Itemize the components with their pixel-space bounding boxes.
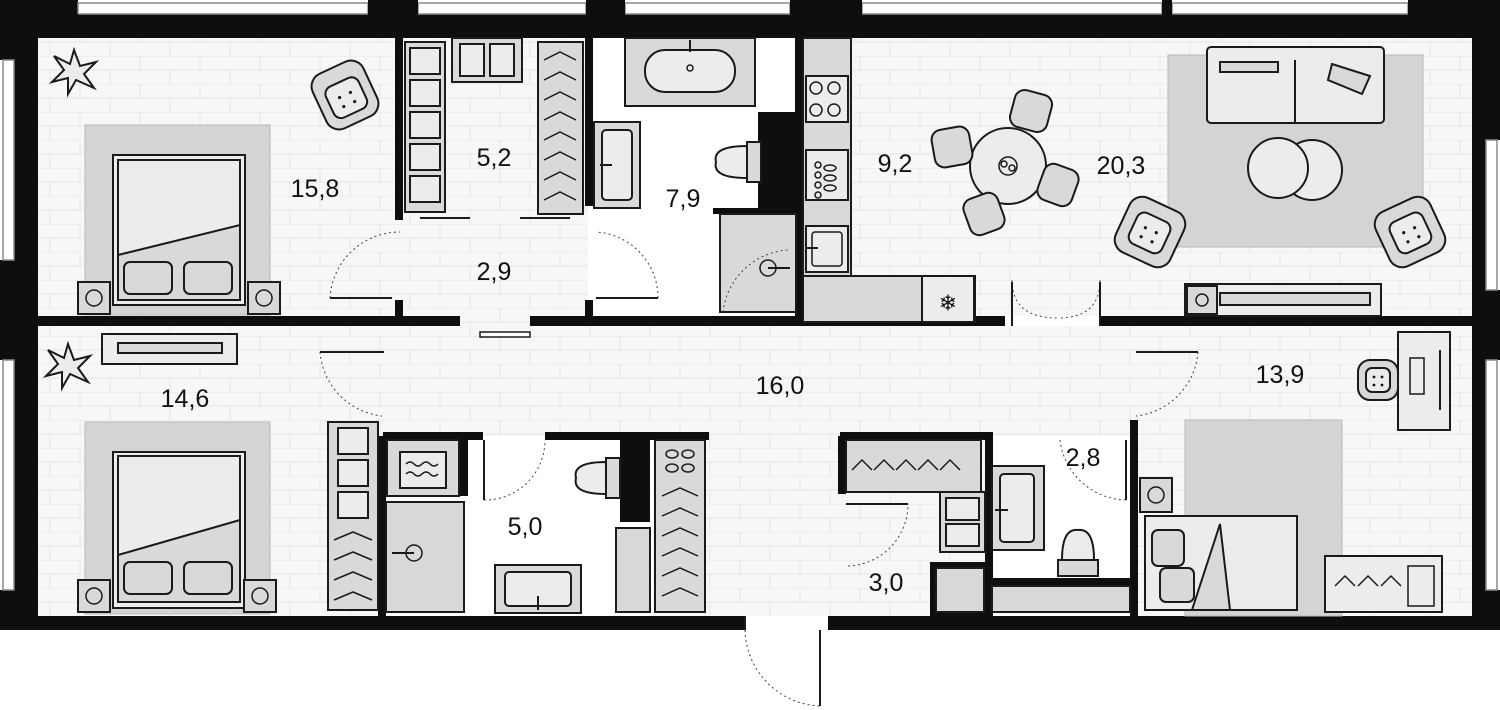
shower-icon: [719, 213, 797, 313]
vestibule: 2,9: [329, 231, 659, 338]
area-label-bedroom-bottom-left: 14,6: [161, 385, 210, 413]
toilet-icon: [1057, 528, 1099, 577]
sink-icon: [593, 121, 641, 209]
shower-icon: [385, 501, 465, 613]
hanger-icon: [333, 531, 373, 601]
bathroom-bottom: 5,0: [385, 439, 651, 614]
dining-table-icon: [969, 127, 1047, 205]
bathtub-icon: [624, 37, 756, 107]
area-label-kitchen: 9,2: [878, 150, 913, 178]
floor-vestibule: [400, 220, 588, 330]
area-label-living-room: 20,3: [1097, 152, 1146, 180]
bed-icon: [112, 451, 246, 609]
nightstand-icon: [77, 579, 277, 613]
sofa-icon: [1206, 46, 1385, 124]
dishwasher-icon: [805, 149, 849, 201]
nightstand-icon: [1139, 477, 1173, 513]
sink-icon: [494, 564, 582, 614]
living-room: 20,3: [1011, 46, 1447, 326]
bedroom-bottom-right: 13,9: [1139, 331, 1451, 617]
plant-icon: [42, 340, 94, 392]
area-label-vestibule: 2,9: [477, 258, 512, 286]
area-label-wardrobe-top: 5,2: [477, 144, 512, 172]
area-label-hallway: 16,0: [756, 372, 805, 400]
nightstand-icon: [77, 281, 281, 315]
dresser-icon: [1324, 555, 1443, 613]
toilet-room: 2,8: [991, 439, 1131, 613]
entry-wardrobe: [654, 439, 706, 613]
wardrobe-top: 5,2: [404, 37, 584, 219]
stove-icon: [805, 75, 849, 123]
area-label-bedroom-top-left: 15,8: [291, 175, 340, 203]
area-label-bedroom-bottom-right: 13,9: [1256, 361, 1305, 389]
bathroom-top: 7,9: [593, 37, 797, 313]
toilet-icon: [714, 141, 762, 183]
chair-icon: [930, 88, 1080, 237]
area-label-toilet: 2,8: [1066, 444, 1101, 472]
armchair-icon: [1113, 195, 1187, 269]
storage: 3,0: [845, 439, 986, 613]
coffee-table-icon: [1247, 137, 1343, 201]
bed-icon: [1144, 515, 1298, 611]
plant-icon: [48, 46, 100, 98]
washing-machine-icon: [386, 439, 460, 497]
hallway: 16,0: [756, 351, 1199, 417]
tv-stand-icon: [101, 333, 238, 365]
desk-icon: [1397, 331, 1451, 431]
hanger-icon: [661, 487, 699, 597]
hanger-icon: [851, 458, 961, 471]
toilet-icon: [574, 457, 621, 499]
snowflake-icon: ❄: [939, 292, 957, 317]
area-label-bathroom-bottom: 5,0: [508, 513, 543, 541]
sink-icon: [991, 465, 1045, 551]
bed-icon: [112, 154, 246, 306]
hanger-icon: [543, 51, 577, 201]
entrance-door: [744, 616, 821, 707]
armchair-icon: [1373, 195, 1447, 269]
bedroom-top-left: 15,8: [48, 46, 380, 316]
kitchen: ❄ 9,2: [802, 37, 1080, 323]
area-label-storage: 3,0: [869, 569, 904, 597]
area-label-bathroom-top: 7,9: [666, 185, 701, 213]
bedroom-bottom-left: 14,6: [42, 333, 384, 615]
sink-icon: [805, 225, 849, 273]
armchair-icon: [310, 59, 380, 131]
armchair-icon: [1357, 359, 1399, 401]
tv-stand-icon: [1184, 283, 1382, 317]
fridge-icon: ❄: [921, 275, 975, 323]
